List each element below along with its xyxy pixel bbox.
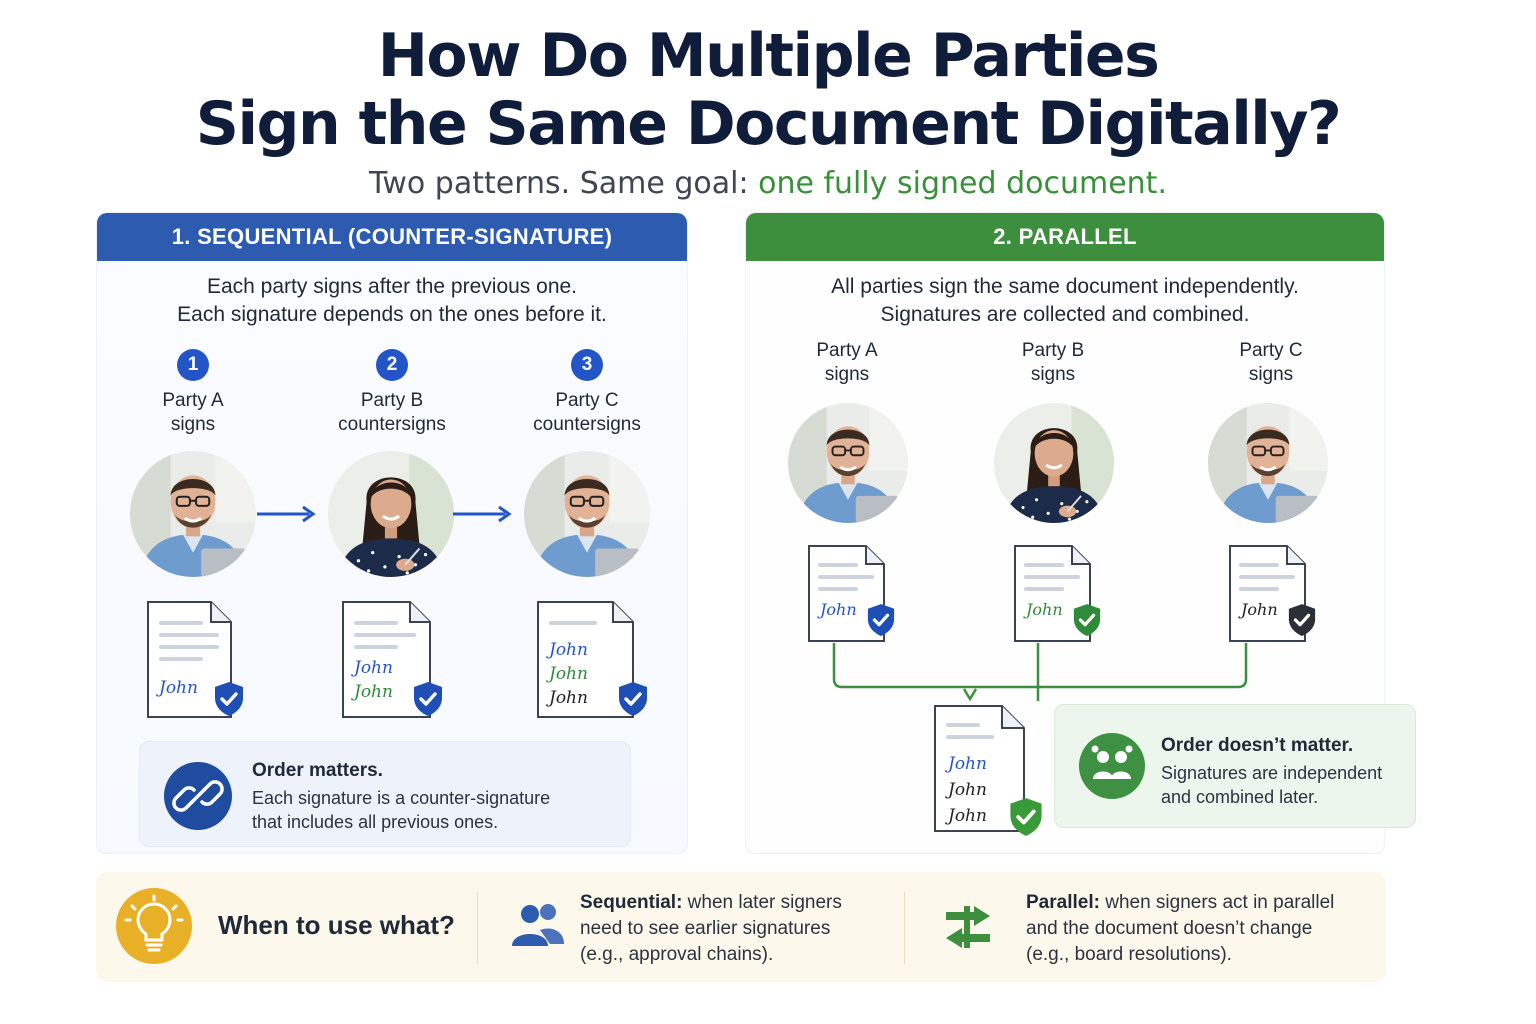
order-matters-title: Order matters. bbox=[252, 760, 383, 781]
sequential-tip: Sequential: when later signers need to s… bbox=[580, 890, 842, 968]
document-3-icon: John John John bbox=[537, 601, 653, 718]
order-doesnt-matter-note: Order doesn’t matter. Signatures are ind… bbox=[1054, 704, 1416, 828]
document-1-icon: John bbox=[147, 601, 249, 718]
signature-text: John bbox=[945, 780, 987, 800]
step-1-label: Party A signs bbox=[103, 389, 283, 437]
signature-text: John bbox=[817, 600, 857, 619]
parallel-header: 2. PARALLEL bbox=[746, 213, 1384, 261]
step-1-party: Party A bbox=[162, 390, 224, 411]
parallel-desc-line-1: All parties sign the same document indep… bbox=[831, 275, 1299, 298]
signature-text: John bbox=[351, 658, 393, 678]
signature-text: John bbox=[1238, 600, 1278, 619]
parallel-doc-a-icon: John bbox=[808, 545, 902, 642]
divider bbox=[477, 892, 478, 964]
parallel-party-b-avatar bbox=[994, 403, 1114, 523]
parallel-party-a-name: Party A bbox=[816, 340, 878, 361]
parallel-tip-label: Parallel: bbox=[1026, 892, 1100, 913]
when-to-use-bar: When to use what? Sequential: when later… bbox=[96, 872, 1386, 982]
step-1-action: signs bbox=[170, 414, 216, 435]
order-doesnt-matter-title: Order doesn’t matter. bbox=[1161, 735, 1354, 756]
parallel-party-a-avatar bbox=[788, 403, 908, 523]
parallel-party-a-action: signs bbox=[824, 364, 870, 385]
page-subtitle: Two patterns. Same goal: one fully signe… bbox=[0, 166, 1536, 201]
parallel-tip-line-2: and the document doesn’t change bbox=[1026, 918, 1313, 939]
order-matters-note: Order matters. Each signature is a count… bbox=[139, 741, 631, 847]
combined-document-icon: John John John bbox=[934, 705, 1048, 837]
when-to-use-title: When to use what? bbox=[218, 910, 455, 940]
arrow-right-icon bbox=[257, 505, 316, 523]
link-icon bbox=[164, 762, 232, 830]
sequential-header: 1. SEQUENTIAL (COUNTER-SIGNATURE) bbox=[97, 213, 687, 261]
order-matters-line-1: Each signature is a counter-signature bbox=[252, 788, 551, 808]
sequential-desc-line-2: Each signature depends on the ones befor… bbox=[177, 303, 607, 326]
users-icon bbox=[512, 904, 564, 946]
title-line-1: How Do Multiple Parties bbox=[377, 21, 1160, 91]
parallel-party-c-action: signs bbox=[1248, 364, 1294, 385]
step-number-2: 2 bbox=[376, 349, 408, 381]
page-title: How Do Multiple Parties Sign the Same Do… bbox=[0, 22, 1536, 158]
step-2-party: Party B bbox=[360, 390, 424, 411]
sequential-desc-line-1: Each party signs after the previous one. bbox=[206, 275, 578, 298]
step-2-action: countersigns bbox=[338, 414, 446, 435]
order-doesnt-matter-line-2: and combined later. bbox=[1161, 787, 1319, 807]
signature-text: John bbox=[1023, 600, 1063, 619]
step-3-party: Party C bbox=[555, 390, 619, 411]
parallel-party-b-name: Party B bbox=[1021, 340, 1085, 361]
parallel-doc-b-icon: John bbox=[1014, 545, 1108, 642]
party-b-avatar bbox=[328, 451, 454, 577]
signature-text: John bbox=[945, 754, 987, 774]
lightbulb-icon bbox=[116, 888, 192, 964]
parallel-party-c-avatar bbox=[1208, 403, 1328, 523]
order-doesnt-matter-line-1: Signatures are independent bbox=[1161, 763, 1383, 783]
step-number-3: 3 bbox=[571, 349, 603, 381]
signature-text: John bbox=[546, 640, 588, 660]
title-line-2: Sign the Same Document Digitally? bbox=[195, 89, 1342, 159]
order-matters-line-2: that includes all previous ones. bbox=[252, 812, 499, 832]
step-2-label: Party B countersigns bbox=[302, 389, 482, 437]
sequential-tip-line-3: (e.g., approval chains). bbox=[580, 944, 774, 965]
signature-text: John bbox=[351, 682, 393, 702]
party-c-avatar bbox=[524, 451, 650, 577]
subtitle-highlight: one fully signed document. bbox=[758, 166, 1167, 201]
party-a-avatar bbox=[130, 451, 256, 577]
step-3-action: countersigns bbox=[533, 414, 641, 435]
parallel-description: All parties sign the same document indep… bbox=[746, 273, 1384, 329]
document-2-icon: John John bbox=[342, 601, 446, 718]
step-3-label: Party C countersigns bbox=[497, 389, 677, 437]
sequential-tip-line-2: need to see earlier signatures bbox=[580, 918, 831, 939]
merge-connector bbox=[832, 643, 1248, 702]
order-doesnt-matter-text: Signatures are independent and combined … bbox=[1161, 761, 1382, 809]
signature-text: John bbox=[156, 678, 198, 698]
subtitle-plain: Two patterns. Same goal: bbox=[369, 166, 759, 201]
arrows-swap-icon bbox=[946, 906, 990, 948]
sequential-tip-line-1: when later signers bbox=[682, 892, 842, 913]
parallel-doc-c-icon: John bbox=[1229, 545, 1323, 642]
parallel-party-c-label: Party C signs bbox=[1181, 339, 1361, 387]
parallel-party-b-action: signs bbox=[1030, 364, 1076, 385]
divider bbox=[904, 892, 905, 964]
parallel-party-b-label: Party B signs bbox=[963, 339, 1143, 387]
parallel-desc-line-2: Signatures are collected and combined. bbox=[880, 303, 1250, 326]
arrow-right-icon bbox=[453, 505, 512, 523]
signature-text: John bbox=[546, 688, 588, 708]
sequential-description: Each party signs after the previous one.… bbox=[97, 273, 687, 329]
parallel-tip: Parallel: when signers act in parallel a… bbox=[1026, 890, 1334, 968]
signature-text: John bbox=[546, 664, 588, 684]
parallel-tip-line-1: when signers act in parallel bbox=[1099, 892, 1335, 913]
sequential-panel: 1. SEQUENTIAL (COUNTER-SIGNATURE) Each p… bbox=[96, 212, 688, 854]
step-number-1: 1 bbox=[177, 349, 209, 381]
parallel-party-c-name: Party C bbox=[1239, 340, 1303, 361]
signature-text: John bbox=[945, 806, 987, 826]
network-icon bbox=[1079, 733, 1145, 799]
parallel-party-a-label: Party A signs bbox=[757, 339, 937, 387]
order-matters-text: Each signature is a counter-signature th… bbox=[252, 786, 550, 834]
parallel-tip-line-3: (e.g., board resolutions). bbox=[1026, 944, 1232, 965]
sequential-tip-label: Sequential: bbox=[580, 892, 683, 913]
